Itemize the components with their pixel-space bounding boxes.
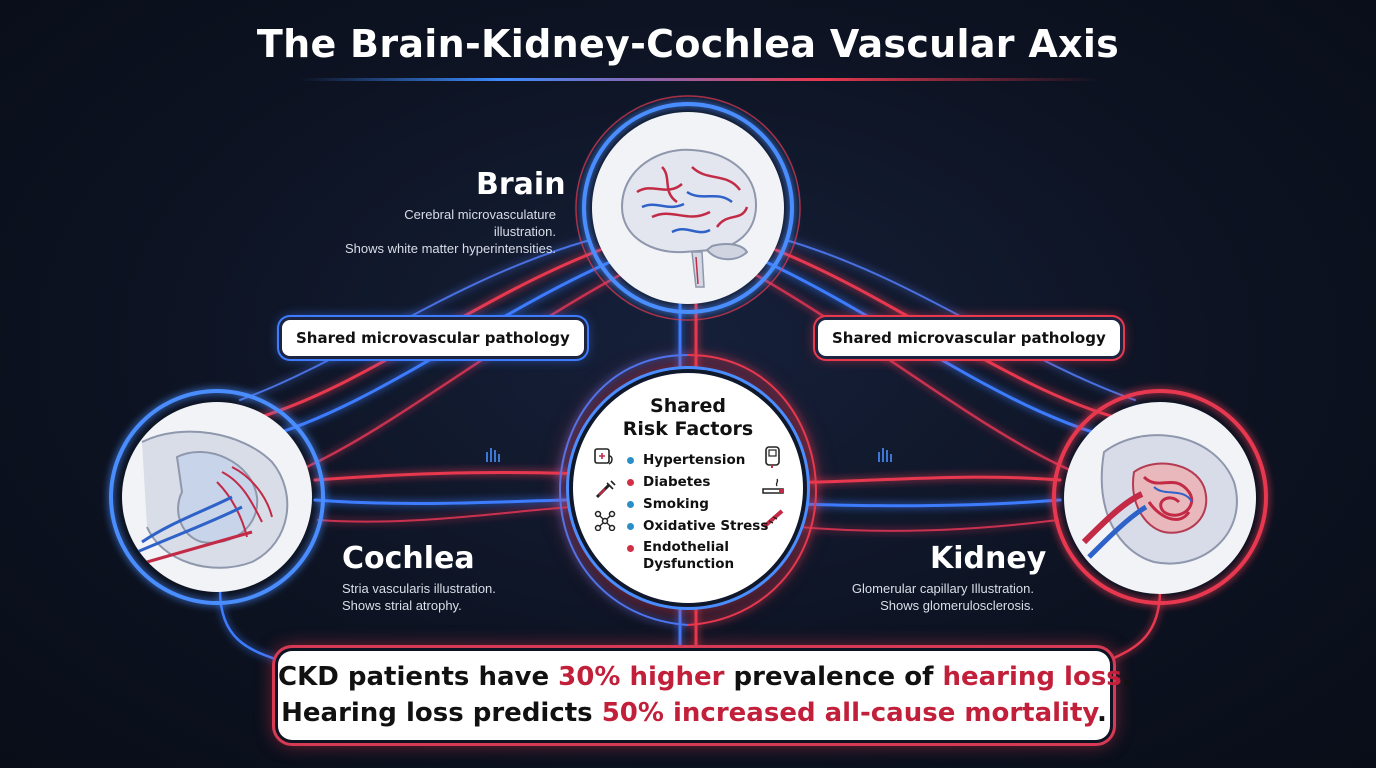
bullet-dot	[627, 479, 634, 486]
risk-factors-panel: Shared Risk Factors	[573, 373, 803, 603]
pathology-label-left: Shared microvascular pathology	[282, 320, 584, 356]
cochlea-desc-line2: Shows strial atrophy.	[342, 598, 462, 613]
bullet-dot	[627, 501, 634, 508]
risk-item-oxidative-stress: Oxidative Stress	[625, 515, 795, 537]
bullet-dot	[627, 523, 634, 530]
risk-title-line1: Shared	[650, 395, 726, 417]
molecule-icon	[594, 510, 616, 531]
kidney-illustration	[1064, 402, 1256, 594]
stat2-highlight: 50% increased all-cause mortality	[601, 698, 1097, 728]
stat1-highlight-condition: hearing loss	[942, 662, 1122, 692]
vessel-brain-kidney-blue	[764, 260, 1122, 442]
kidney-icon	[1081, 434, 1238, 565]
stat2-text-pre: Hearing loss predicts	[281, 698, 602, 728]
cochlea-illustration	[122, 402, 312, 592]
stat-line-1: CKD patients have 30% higher prevalence …	[278, 662, 1132, 692]
page-title: The Brain-Kidney-Cochlea Vascular Axis	[256, 22, 1120, 66]
risk-title-line2: Risk Factors	[622, 418, 754, 440]
brain-icon	[620, 148, 758, 288]
risk-item-label: Smoking	[643, 496, 709, 512]
stat1-highlight-percent: 30% higher	[558, 662, 725, 692]
brain-ring-red	[575, 95, 801, 321]
risk-item-label: Oxidative Stress	[643, 518, 769, 534]
vessel-center-ring-left	[558, 354, 689, 626]
pathology-label-right: Shared microvascular pathology	[818, 320, 1120, 356]
stat2-text-post: .	[1096, 698, 1107, 728]
blood-pressure-monitor-icon	[594, 448, 613, 465]
kidney-description: Glomerular capillary Illustration. Shows…	[822, 580, 1034, 614]
glucose-meter-icon	[765, 446, 780, 468]
kidney-ring	[1052, 389, 1268, 605]
brain-illustration	[592, 112, 784, 304]
risk-factors-title: Shared Risk Factors	[573, 395, 803, 441]
cochlea-icon	[136, 430, 289, 569]
risk-item-label: Diabetes	[643, 474, 711, 490]
stat1-text-post: .	[1121, 662, 1132, 692]
cochlea-label: Cochlea	[342, 541, 475, 576]
cochlea-description: Stria vascularis illustration. Shows str…	[342, 580, 496, 614]
brain-ring	[582, 102, 794, 314]
title-underline	[300, 78, 1100, 81]
cochlea-ring	[109, 389, 325, 605]
cochlea-desc-line1: Stria vascularis illustration.	[342, 581, 496, 596]
bullet-dot	[627, 545, 634, 552]
syringe-icon	[595, 480, 616, 499]
risk-item-smoking: Smoking	[625, 493, 795, 515]
stat1-text-pre: CKD patients have	[278, 662, 559, 692]
vessel-brain-cochlea-blue	[253, 260, 612, 442]
bullet-dot	[627, 457, 634, 464]
vessel-center-ring-right	[687, 354, 818, 626]
risk-item-label-line1: Endothelial	[643, 539, 729, 555]
vessel-brain-kidney-red-2	[754, 273, 1072, 472]
brain-desc-line1: Cerebral microvasculature illustration.	[404, 207, 556, 239]
risk-item-hypertension: Hypertension	[625, 449, 795, 471]
risk-item-label: Hypertension	[643, 452, 746, 468]
stat1-text-mid: prevalence of	[724, 662, 943, 692]
cigarette-icon	[762, 478, 784, 494]
vessel-brain-cochlea-red-2	[298, 273, 622, 472]
risk-factors-list: Hypertension Diabetes Smoking Oxidative …	[625, 449, 795, 573]
decorative-ticks-right	[878, 448, 892, 462]
brain-desc-line2: Shows white matter hyperintensities.	[345, 241, 556, 256]
brain-description: Cerebral microvasculature illustration. …	[340, 206, 556, 257]
brain-label: Brain	[476, 167, 566, 202]
kidney-desc-line1: Glomerular capillary Illustration.	[851, 581, 1034, 596]
risk-item-diabetes: Diabetes	[625, 471, 795, 493]
stat-line-2: Hearing loss predicts 50% increased all-…	[278, 698, 1110, 728]
damaged-vessel-icon	[762, 509, 784, 529]
kidney-desc-line2: Shows glomerulosclerosis.	[880, 598, 1034, 613]
risk-item-label-line2: Dysfunction	[643, 556, 735, 572]
statistics-callout: CKD patients have 30% higher prevalence …	[278, 651, 1132, 740]
kidney-label: Kidney	[930, 541, 1047, 576]
decorative-ticks-left	[486, 448, 500, 462]
